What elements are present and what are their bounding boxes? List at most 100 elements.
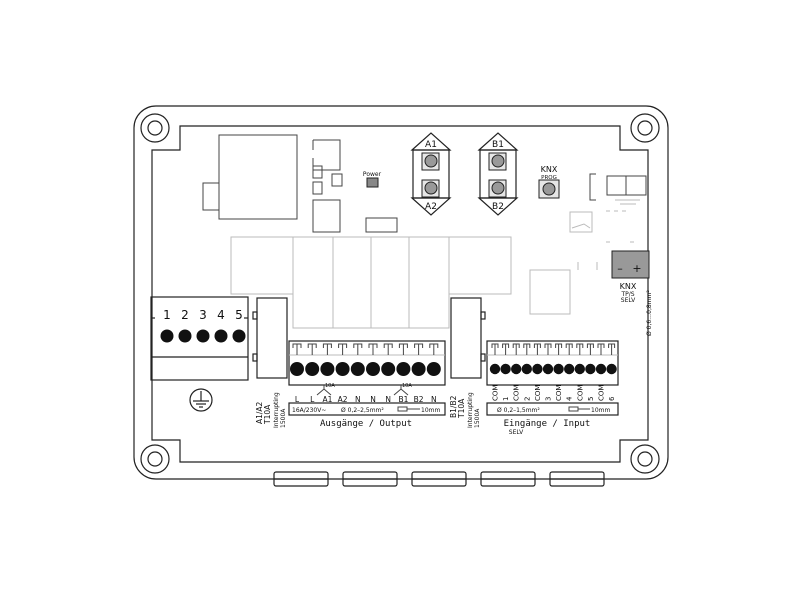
input-terminal-screw[interactable] (532, 363, 543, 375)
knx-prog-sub: PROG (541, 175, 557, 181)
knx-plus: + (632, 262, 641, 275)
output-terminal-screw[interactable] (320, 362, 335, 376)
output-terminal-screw[interactable] (411, 362, 426, 376)
output-terminal-label: L (310, 395, 315, 404)
input-terminal-screw[interactable] (606, 363, 617, 375)
right-bracket (589, 173, 596, 201)
load-a-label: 10A (325, 383, 335, 389)
small-ic (569, 211, 593, 233)
chip (365, 217, 398, 233)
right-traces (615, 199, 640, 205)
bracket-marks (577, 262, 598, 270)
input-terminal-screw[interactable] (574, 363, 585, 375)
terminal-number-3: 3 (199, 308, 207, 322)
terminal-number-2: 2 (181, 308, 189, 322)
output-terminal-label: B1 (398, 395, 408, 404)
output-terminal-label: A1 (322, 395, 332, 404)
power-led (366, 177, 379, 188)
input-terminal-label: 3 (545, 397, 553, 401)
knx-connector[interactable] (611, 250, 650, 279)
b2-button[interactable] (491, 181, 505, 195)
knx-wire-spec: Ø 0,6…0,8mm² (646, 290, 653, 336)
output-terminal-screw[interactable] (426, 362, 441, 376)
terminal-block-5-pole[interactable] (150, 296, 249, 381)
output-terminal-strip[interactable] (288, 340, 446, 386)
load-b-label: 10A (402, 383, 412, 389)
input-terminal-strip[interactable] (486, 340, 619, 386)
right-component-a (606, 175, 627, 196)
input-terminal-label: COM (513, 385, 521, 401)
fuse-a-holder[interactable] (252, 297, 288, 379)
input-terminal-label: COM (576, 385, 584, 401)
fuse-b-holder[interactable] (450, 297, 486, 379)
output-terminal-label: N (355, 395, 361, 404)
fuse-b-label: B1/B2 (449, 395, 458, 418)
output-terminal-screw[interactable] (366, 362, 380, 376)
input-terminal-label: COM (555, 385, 563, 401)
a1-button[interactable] (424, 154, 438, 168)
input-terminal-screw[interactable] (511, 363, 522, 375)
output-strip-icon (397, 406, 408, 412)
cable-glands (273, 471, 605, 487)
a1-label: A1 (425, 140, 437, 150)
output-terminal-label: N (431, 395, 437, 404)
input-terminal-screw[interactable] (585, 363, 596, 375)
inductor-bottom (312, 199, 341, 233)
output-terminal-screw[interactable] (335, 362, 350, 376)
input-terminal-screw[interactable] (500, 363, 511, 375)
knx-connector-sub1: TP/S (620, 291, 634, 298)
output-terminal-screw[interactable] (396, 362, 411, 376)
smd-part-1 (312, 165, 323, 179)
output-wire-spec: Ø 0,2–2,5mm² (341, 407, 384, 414)
output-terminal-screw[interactable] (381, 362, 396, 376)
enclosure-outline (133, 105, 669, 480)
b1-button[interactable] (491, 154, 505, 168)
knx-connector-sub2: SELV (621, 297, 636, 304)
relays (230, 236, 571, 329)
output-rating: 16A/230V~ (292, 407, 326, 414)
output-terminal-screw[interactable] (350, 362, 365, 376)
input-terminal-screw[interactable] (542, 363, 554, 375)
terminal-number-5: 5 (235, 308, 243, 322)
input-terminal-label: 4 (566, 396, 574, 401)
transformer (218, 134, 298, 220)
input-terminal-label: 5 (587, 397, 595, 401)
input-terminal-screw[interactable] (489, 363, 501, 375)
fuse-a-note: Interrupting (273, 392, 280, 428)
terminal-number-1: 1 (163, 308, 171, 322)
input-terminal-screw[interactable] (553, 363, 564, 375)
fuse-b-capacity: 1500A (474, 408, 481, 428)
input-terminal-label: COM (534, 385, 542, 401)
fuse-b-note: Interrupting (467, 392, 474, 428)
input-terminal-label: 2 (523, 397, 531, 401)
terminal-number-4: 4 (217, 308, 225, 322)
inner-board-outline (151, 125, 649, 463)
output-terminal-label: B2 (414, 395, 424, 404)
input-terminal-screw[interactable] (521, 363, 532, 375)
button-group-b[interactable] (477, 132, 519, 216)
load-symbol-a (316, 385, 332, 396)
input-terminal-label: COM (598, 385, 606, 401)
output-terminal-label: A2 (338, 395, 348, 404)
smd-part-3 (331, 173, 343, 187)
input-terminal-label: 1 (502, 397, 510, 401)
input-terminal-screw[interactable] (564, 363, 575, 375)
output-terminal-screw[interactable] (305, 362, 320, 376)
input-spec-frame (486, 402, 619, 416)
a2-button[interactable] (424, 181, 438, 195)
input-terminal-label: COM (492, 385, 500, 401)
input-terminal-screw[interactable] (595, 363, 607, 375)
smd-part-2 (312, 181, 323, 195)
output-terminal-label: N (370, 395, 376, 404)
fuse-a-rating: T10A (263, 404, 272, 425)
button-group-a[interactable] (410, 132, 452, 216)
output-terminal-screw[interactable] (290, 362, 304, 376)
output-strip-length: 10mm (421, 407, 440, 414)
knx-prog-title: KNX (541, 165, 558, 174)
knx-prog-button[interactable] (542, 182, 556, 196)
fuse-a-capacity: 1500A (280, 408, 287, 428)
knx-minus: – (617, 262, 623, 275)
input-wire-spec: Ø 0,2–1,5mm² (497, 407, 540, 414)
input-strip-icon (568, 406, 579, 412)
